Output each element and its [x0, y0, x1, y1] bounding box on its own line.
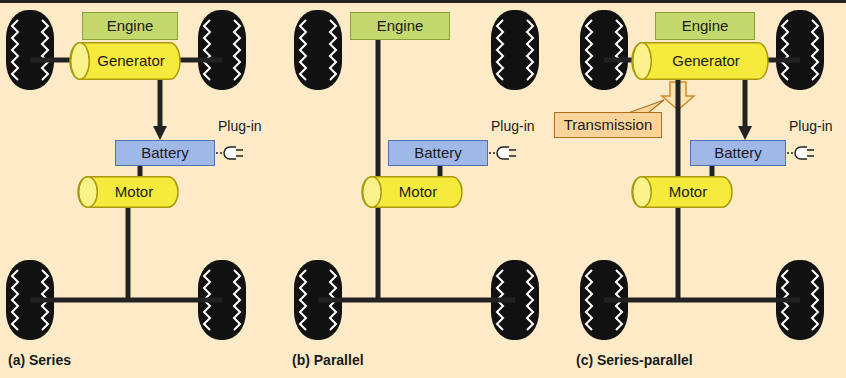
tread [12, 20, 18, 80]
cylinder-face [633, 43, 652, 80]
node-label: Generator [672, 53, 740, 70]
node-label: Motor [399, 184, 437, 201]
node-label: Battery [414, 145, 462, 162]
connector [743, 80, 748, 130]
connector [676, 80, 681, 176]
cylinder-unit: Generator [70, 42, 180, 80]
node-label: Motor [669, 184, 707, 201]
battery-box: Battery [690, 140, 786, 166]
cylinder-body [70, 43, 180, 80]
engine-box: Engine [655, 12, 755, 40]
wheels [6, 10, 824, 340]
cylinder-face [633, 177, 652, 208]
connector [438, 166, 443, 176]
node-label: Engine [377, 18, 424, 35]
tread [497, 20, 503, 80]
node-label: Battery [714, 145, 762, 162]
node-label: Engine [682, 18, 729, 35]
cylinder-unit: Motor [632, 176, 732, 208]
tread [586, 20, 592, 80]
wheel [294, 10, 342, 90]
connector [158, 80, 163, 130]
panel-caption: (a) Series [8, 353, 71, 368]
tread [616, 20, 622, 80]
tread [782, 20, 788, 80]
tread [527, 20, 533, 80]
cylinder-body [78, 177, 178, 208]
plug-label: Plug-in [218, 119, 262, 134]
plug-symbol [216, 147, 243, 159]
plug-label: Plug-in [789, 119, 833, 134]
tread [300, 270, 306, 330]
node-label: Battery [141, 145, 189, 162]
node-label: Generator [97, 53, 165, 70]
tread [204, 20, 210, 80]
cylinder-body [362, 177, 462, 208]
tread [42, 20, 48, 80]
tire [776, 10, 824, 90]
tread [234, 20, 240, 80]
tire [294, 10, 342, 90]
tread [330, 20, 336, 80]
drive-shaft [126, 206, 131, 300]
node-label: Transmission [564, 117, 653, 134]
wheel [580, 10, 628, 90]
tire [580, 10, 628, 90]
wheel [6, 10, 54, 90]
cylinder-unit: Motor [362, 176, 462, 208]
rear-axle [604, 298, 800, 303]
tire [491, 10, 539, 90]
engine-box: Engine [350, 12, 450, 40]
tire [198, 10, 246, 90]
panel-caption: (b) Parallel [292, 353, 364, 368]
battery-box: Battery [115, 140, 215, 166]
cylinder-body [632, 177, 732, 208]
top-rule [0, 0, 846, 3]
tread [300, 20, 306, 80]
callout-box: Transmission [554, 112, 662, 138]
cylinder-body [632, 43, 768, 80]
cylinder-unit: Generator [632, 42, 768, 80]
tread [527, 270, 533, 330]
wheel [491, 10, 539, 90]
node-label: Motor [115, 184, 153, 201]
plug-symbol [787, 147, 814, 159]
plug-label: Plug-in [491, 119, 535, 134]
drive-shaft [376, 40, 381, 300]
tread [812, 20, 818, 80]
cylinder-face [71, 43, 90, 80]
connector [710, 166, 715, 176]
tread [812, 270, 818, 330]
rear-axle [318, 298, 515, 303]
cylinder-face [79, 177, 98, 208]
engine-box: Engine [82, 12, 178, 40]
plug-symbol [489, 147, 516, 159]
tire [6, 10, 54, 90]
cylinder-unit: Motor [78, 176, 178, 208]
tread [234, 270, 240, 330]
tread [586, 270, 592, 330]
battery-box: Battery [388, 140, 488, 166]
wheel [198, 10, 246, 90]
node-label: Engine [107, 18, 154, 35]
drive-shaft [676, 206, 681, 300]
tread [12, 270, 18, 330]
cylinder-face [363, 177, 382, 208]
connector [138, 166, 143, 176]
wheel [776, 10, 824, 90]
panel-caption: (c) Series-parallel [576, 353, 693, 368]
